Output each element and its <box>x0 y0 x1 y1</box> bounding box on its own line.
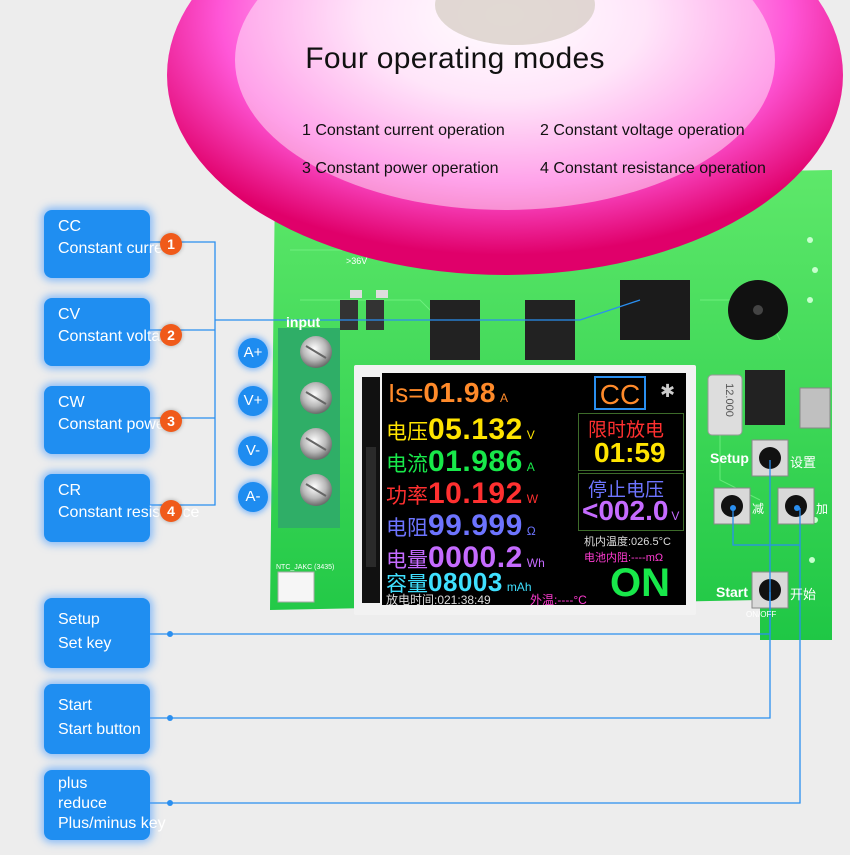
voltage-mark: >36V <box>346 256 368 266</box>
internal-temp: 机内温度:026.5°C <box>584 536 671 548</box>
callout-cw: CW Constant power <box>44 386 171 454</box>
set-value: 01.98 <box>423 377 496 408</box>
mode-2-text: 2 Constant voltage operation <box>540 122 745 139</box>
callout-subtitle: reduce <box>58 795 107 812</box>
callout-desc: Plus/minus key <box>58 815 166 832</box>
set-unit: A <box>500 391 509 405</box>
set-current-row: Is=01.98 A <box>388 377 508 409</box>
stop-voltage-unit: V <box>671 509 680 523</box>
badge-2: 2 <box>160 324 182 346</box>
energy-value: 0000.2 <box>428 541 523 574</box>
ntc-label: NTC_JAKC (3435) <box>276 564 335 571</box>
terminal-screws <box>300 336 332 506</box>
callout-desc: Set key <box>58 635 112 652</box>
plus-cn-label: 加 <box>816 502 829 516</box>
minus-cn-label: 减 <box>752 502 765 516</box>
current-value: 01.986 <box>428 445 523 478</box>
current-unit: A <box>526 460 535 474</box>
callout-cc: CC Constant current <box>44 210 177 278</box>
badge-3: 3 <box>160 410 182 432</box>
terminal-a-plus: A+ <box>238 338 268 368</box>
timer-label: 限时放电 <box>588 420 665 441</box>
mode-3-text: 3 Constant power operation <box>302 160 499 177</box>
power-unit: W <box>526 492 539 506</box>
terminal-v-minus: V- <box>238 436 268 466</box>
set-label: Is= <box>388 378 424 408</box>
voltage-unit: V <box>526 428 535 442</box>
capacity-label: 容量 <box>386 573 428 596</box>
mode-1-text: 1 Constant current operation <box>302 122 505 139</box>
lcd-flex <box>362 377 380 603</box>
resistance-label: 电阻 <box>386 517 428 540</box>
callout-cv: CV Constant voltage <box>44 298 179 366</box>
timer-value: 01:59 <box>594 437 666 468</box>
capacity-value: 08003 <box>428 567 503 597</box>
callout-code: CW <box>58 394 85 411</box>
resistance-unit: Ω <box>526 524 536 538</box>
callout-desc: Start button <box>58 721 141 738</box>
badge-1: 1 <box>160 233 182 255</box>
connector-lines <box>150 241 801 804</box>
mode-indicator: CC <box>594 376 646 410</box>
onoff-label: ON/OFF <box>746 610 777 619</box>
discharge-time: 放电时间:021:38:49 <box>386 593 491 607</box>
external-temp: 外温:----°C <box>530 593 587 607</box>
timer-panel <box>578 413 684 471</box>
callout-code: CR <box>58 482 82 499</box>
callout-code: CC <box>58 218 82 235</box>
voltage-label: 电压 <box>386 421 428 444</box>
battery-resistance: 电池内阻:----mΩ <box>584 552 664 564</box>
callout-desc: Constant power <box>58 416 171 433</box>
input-label: input <box>286 314 321 330</box>
start-cn-label: 开始 <box>790 587 817 602</box>
badge-4: 4 <box>160 500 182 522</box>
callout-setup: Setup Set key <box>44 598 150 668</box>
capacity-unit: mAh <box>506 580 532 594</box>
mode-4-text: 4 Constant resistance operation <box>540 160 766 177</box>
callout-title: plus <box>58 775 88 792</box>
callout-cr: CR Constant resistance <box>44 474 200 542</box>
setup-cn-label: 设置 <box>790 455 817 470</box>
callout-title: Start <box>58 697 92 714</box>
ic-chips <box>340 280 785 425</box>
terminal-v-plus: V+ <box>238 386 268 416</box>
crystal-label: 12.000 <box>722 383 735 417</box>
callout-desc: Constant voltage <box>58 328 179 345</box>
resistance-value: 99.999 <box>428 509 523 542</box>
page-title: Four operating modes <box>305 42 605 75</box>
voltage-value: 05.132 <box>428 413 523 446</box>
energy-label: 电量 <box>386 549 428 572</box>
start-board-label: Start <box>716 584 748 600</box>
setup-board-label: Setup <box>710 450 749 466</box>
energy-unit: Wh <box>526 556 545 570</box>
power-label: 功率 <box>386 485 428 508</box>
fan-glow <box>167 0 843 275</box>
load-state: ON <box>610 561 670 605</box>
callout-start: Start Start button <box>44 684 150 754</box>
callout-code: CV <box>58 306 81 323</box>
callout-plus-minus: plus reduce Plus/minus key <box>44 770 166 840</box>
stop-voltage-value: <002.0 <box>582 495 669 526</box>
stop-voltage-panel <box>578 473 684 531</box>
callout-title: Setup <box>58 611 100 628</box>
power-value: 10.192 <box>428 477 523 510</box>
callout-desc: Constant current <box>58 240 177 257</box>
stop-voltage-label: 停止电压 <box>588 480 665 501</box>
terminal-a-minus: A- <box>238 482 268 512</box>
bluetooth-icon: ✱ <box>660 381 676 401</box>
callout-desc: Constant resistance <box>58 504 200 521</box>
current-label: 电流 <box>386 453 428 476</box>
